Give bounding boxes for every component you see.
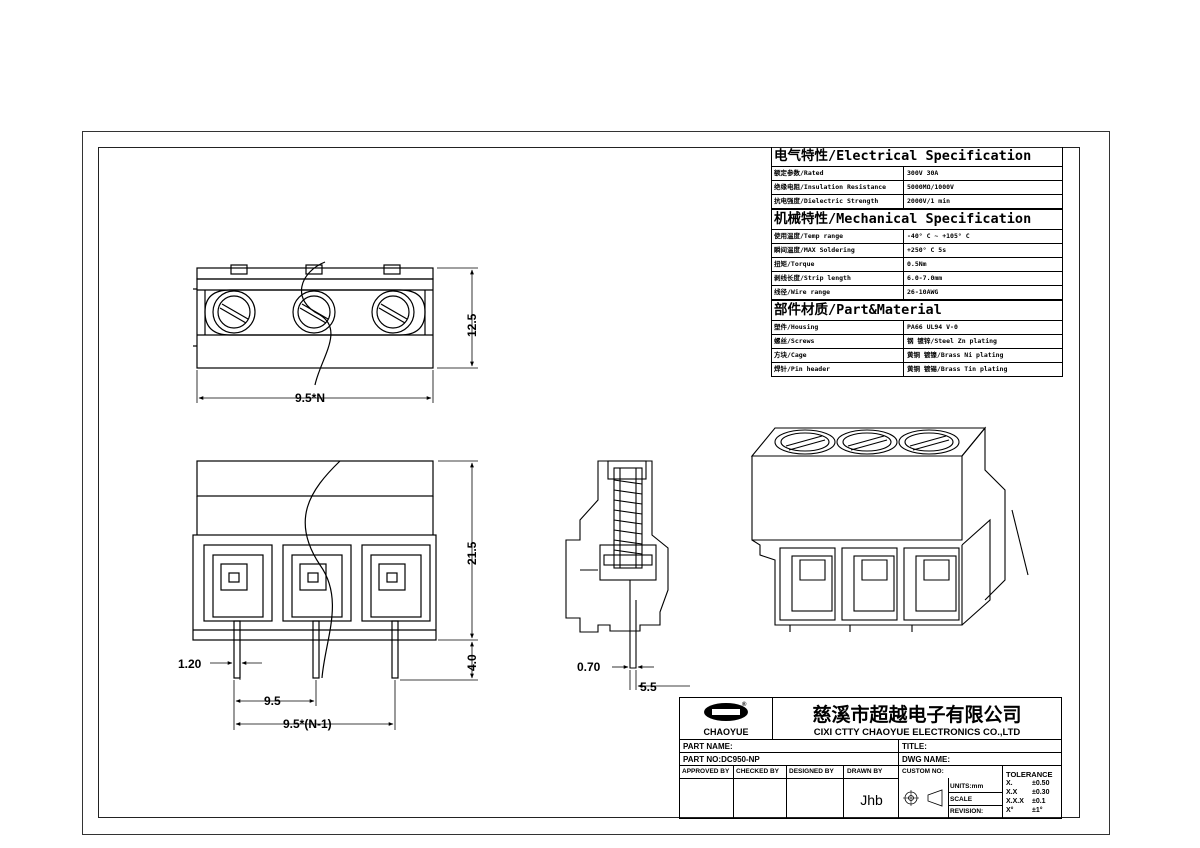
spec-row: 瞬间温度/MAX Soldering+250° C 5s xyxy=(772,244,1062,258)
drawn-by-value: Jhb xyxy=(860,792,883,808)
specification-table: 电气特性/Electrical Specification 额定参数/Rated… xyxy=(771,147,1063,377)
logo: ® CHAOYUE xyxy=(680,698,773,740)
dwg-name-label: DWG NAME: xyxy=(899,753,1061,766)
outer-frame xyxy=(82,131,1110,835)
title-label: TITLE: xyxy=(899,740,1061,753)
inner-frame xyxy=(98,147,1080,818)
tolerance-label: TOLERANCE xyxy=(1006,770,1053,779)
designed-by-label: DESIGNED BY xyxy=(787,766,844,818)
electrical-heading: 电气特性/Electrical Specification xyxy=(772,147,1062,167)
units-label: UNITS:mm xyxy=(948,780,1003,793)
part-name-label: PART NAME: xyxy=(680,740,899,753)
company-name-en: CIXI CTTY CHAOYUE ELECTRONICS CO.,LTD xyxy=(813,727,1021,738)
company-name-cn: 慈溪市超越电子有限公司 xyxy=(812,704,1022,726)
svg-text:®: ® xyxy=(742,701,747,708)
logo-emblem-icon: ® xyxy=(704,701,748,721)
tolerance-row: X.±0.50 xyxy=(1006,780,1050,787)
title-block: ® CHAOYUE 慈溪市超越电子有限公司 CIXI CTTY CHAOYUE … xyxy=(679,697,1062,819)
spec-row: 使用温度/Temp range-40° C ~ +105° C xyxy=(772,230,1062,244)
logo-text: CHAOYUE xyxy=(703,727,749,737)
scale-label: SCALE xyxy=(948,793,1003,806)
part-no-label: PART NO:DC950-NP xyxy=(680,753,899,766)
drawn-by-label: DRAWN BY xyxy=(844,766,899,818)
approved-by-label: APPROVED BY xyxy=(680,766,734,818)
mechanical-heading: 机械特性/Mechanical Specification xyxy=(772,209,1062,230)
tolerance-row: X.X.X±0.1 xyxy=(1006,798,1046,805)
tolerance-row: X.X±0.30 xyxy=(1006,789,1050,796)
material-heading: 部件材质/Part&Material xyxy=(772,300,1062,321)
projection-symbol-icon xyxy=(903,789,943,807)
revision-label: REVISION: xyxy=(950,808,984,815)
custom-no-label: CUSTOM NO: xyxy=(902,768,944,775)
checked-by-label: CHECKED BY xyxy=(734,766,787,818)
tolerance-row: X°±1° xyxy=(1006,807,1043,814)
